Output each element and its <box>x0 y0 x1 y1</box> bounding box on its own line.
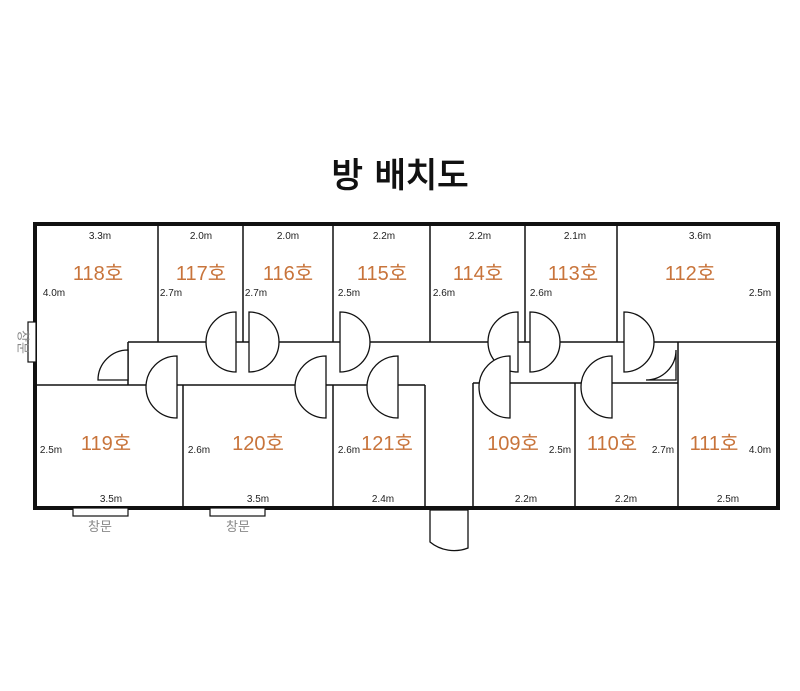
room-112-width: 3.6m <box>689 231 711 242</box>
room-109-height: 2.5m <box>549 445 571 456</box>
room-119-label: 119호 <box>81 433 131 455</box>
room-110-label: 110호 <box>587 433 637 455</box>
room-120-height: 2.6m <box>188 445 210 456</box>
room-116-width: 2.0m <box>277 231 299 242</box>
door-121 <box>366 355 399 419</box>
room-117-width: 2.0m <box>190 231 212 242</box>
width-dimensions: 3.3m 2.0m 2.0m 2.2m 2.2m 2.1m 3.6m 3.5m … <box>89 231 739 505</box>
window-bottom-1 <box>72 507 129 517</box>
entrance-door <box>429 509 469 552</box>
room-117-height: 2.7m <box>160 288 182 299</box>
outer-wall <box>33 222 780 510</box>
window-left <box>27 321 37 363</box>
room-119-width: 3.5m <box>100 494 122 505</box>
room-112-label: 112호 <box>665 263 715 285</box>
window-bottom-2-label: 창문 <box>226 520 250 535</box>
room-121-height: 2.6m <box>338 445 360 456</box>
room-111-label: 111호 <box>690 433 739 455</box>
window-left-label: 창문 <box>15 330 30 354</box>
page-title: 방 배치도 <box>331 156 469 196</box>
door-120 <box>294 355 327 419</box>
room-115-height: 2.5m <box>338 288 360 299</box>
room-114-width: 2.2m <box>469 231 491 242</box>
room-113-width: 2.1m <box>564 231 586 242</box>
room-115-width: 2.2m <box>373 231 395 242</box>
room-111-width: 2.5m <box>717 494 739 505</box>
room-113-height: 2.6m <box>530 288 552 299</box>
room-116-label: 116호 <box>263 263 313 285</box>
room-109-width: 2.2m <box>515 494 537 505</box>
room-115-label: 115호 <box>357 263 407 285</box>
room-121-label: 121호 <box>361 433 413 455</box>
room-118-label: 118호 <box>73 263 123 285</box>
room-116-height: 2.7m <box>245 288 267 299</box>
room-112-height: 2.5m <box>749 288 771 299</box>
room-110-height: 2.7m <box>652 445 674 456</box>
door-113 <box>529 311 561 373</box>
room-110-width: 2.2m <box>615 494 637 505</box>
door-110 <box>580 355 613 419</box>
door-109 <box>478 355 511 419</box>
window-bottom-1-label: 창문 <box>88 520 112 535</box>
door-118 <box>97 349 129 381</box>
door-117 <box>205 311 237 373</box>
room-113-label: 113호 <box>548 263 598 285</box>
room-121-width: 2.4m <box>372 494 394 505</box>
height-dimensions: 4.0m 2.7m 2.7m 2.5m 2.6m 2.6m 2.5m 2.5m … <box>40 288 771 456</box>
room-111-height: 4.0m <box>749 445 771 456</box>
door-116 <box>248 311 280 373</box>
room-114-label: 114호 <box>453 263 503 285</box>
door-115 <box>339 311 371 373</box>
door-112 <box>623 311 655 373</box>
doors <box>97 311 677 552</box>
door-111 <box>645 349 677 381</box>
room-117-label: 117호 <box>176 263 226 285</box>
windows <box>27 321 266 517</box>
door-119 <box>145 355 178 419</box>
room-labels: 118호 117호 116호 115호 114호 113호 112호 119호 … <box>73 263 739 455</box>
room-120-width: 3.5m <box>247 494 269 505</box>
room-119-height: 2.5m <box>40 445 62 456</box>
room-118-width: 3.3m <box>89 231 111 242</box>
room-114-height: 2.6m <box>433 288 455 299</box>
room-118-height: 4.0m <box>43 288 65 299</box>
room-109-label: 109호 <box>487 433 539 455</box>
room-120-label: 120호 <box>232 433 284 455</box>
window-bottom-2 <box>209 507 266 517</box>
